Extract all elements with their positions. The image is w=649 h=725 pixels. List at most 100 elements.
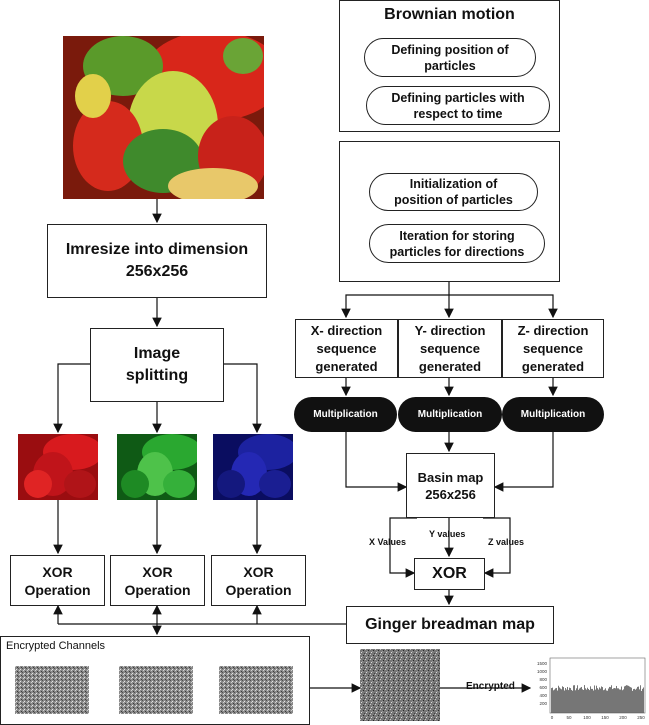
y-direction-label: Y- direction sequence generated (414, 322, 486, 374)
histogram-bar (590, 686, 591, 713)
histogram-bar (609, 686, 610, 713)
histogram-bar (555, 688, 556, 713)
histogram-bar (571, 689, 572, 713)
histogram-bar (614, 688, 615, 713)
histogram-bar (633, 689, 634, 713)
histogram-bar (576, 688, 577, 713)
splitting-box: Image splitting (90, 328, 224, 402)
histogram-bar (569, 687, 570, 713)
z-direction-label: Z- direction sequence generated (517, 322, 589, 374)
encrypted-arrow-label: Encrypted (466, 681, 515, 692)
ginger-breadman-box: Ginger breadman map (346, 606, 554, 644)
histogram-bar (598, 689, 599, 713)
histogram-bar (552, 687, 553, 713)
histogram-bar (620, 689, 621, 713)
histogram-bar (622, 690, 623, 713)
histogram-bar (574, 685, 575, 713)
defining-time-label: Defining particles with respect to time (391, 90, 525, 121)
histogram-bar (600, 688, 601, 713)
histogram-bar (592, 688, 593, 713)
histogram-bar (561, 689, 562, 713)
z-multiplication: Multiplication (502, 397, 604, 432)
histogram-bar (599, 687, 600, 713)
hist-y-tick: 400 (539, 693, 547, 698)
histogram-bar (582, 689, 583, 713)
histogram-bar (577, 685, 578, 713)
histogram-bar (565, 688, 566, 713)
x-values-label: X Values (369, 537, 407, 547)
xor-box: XOR (414, 558, 485, 590)
histogram-bar (596, 685, 597, 713)
histogram-bar (559, 687, 560, 713)
histogram-bar (560, 688, 561, 713)
init-position-label: Initialization of position of particles (394, 177, 513, 207)
histogram-bar (566, 689, 567, 713)
hist-y-tick: 1000 (537, 669, 548, 674)
histogram-bar (630, 687, 631, 713)
hist-y-tick: 800 (539, 677, 547, 682)
histogram-bar (618, 688, 619, 713)
histogram-bar (567, 686, 568, 713)
resize-label: Imresize into dimension 256x256 (65, 241, 249, 280)
blue-channel-image (213, 434, 293, 500)
histogram-bar (558, 685, 559, 713)
histogram-bar (591, 688, 592, 713)
histogram-bar (632, 690, 633, 713)
histogram-bar (564, 690, 565, 713)
histogram-bar (585, 688, 586, 713)
histogram-bar (608, 688, 609, 713)
histogram-bar (629, 686, 630, 713)
histogram-bar (637, 686, 638, 713)
defining-position-label: Defining position of particles (391, 42, 509, 73)
hist-y-tick: 200 (539, 701, 547, 706)
histogram-bar (603, 690, 604, 713)
histogram-bar (588, 689, 589, 713)
x-multiplication: Multiplication (294, 397, 397, 432)
encrypted-red-noise (15, 666, 89, 714)
iteration-pill: Iteration for storing particles for dire… (369, 224, 545, 263)
brownian-title: Brownian motion (384, 6, 515, 23)
histogram-bar (601, 686, 602, 713)
z-direction-box: Z- direction sequence generated (502, 319, 604, 378)
histogram-bar (631, 687, 632, 713)
histogram-bar (606, 690, 607, 713)
histogram-bar (638, 686, 639, 713)
xor-operation-label: XOR Operation (124, 563, 191, 598)
histogram-bar (612, 689, 613, 713)
ginger-breadman-label: Ginger breadman map (365, 616, 535, 633)
defining-position-pill: Defining position of particles (364, 38, 536, 77)
multiplication-label: Multiplication (520, 409, 586, 420)
encrypted-green-noise (119, 666, 193, 714)
y-multiplication: Multiplication (398, 397, 502, 432)
histogram-bar (627, 685, 628, 713)
init-position-pill: Initialization of position of particles (369, 173, 538, 211)
histogram-bar (554, 689, 555, 713)
xor-label: XOR (432, 565, 467, 582)
histogram-bar (589, 690, 590, 713)
xor-operation-green: XOR Operation (110, 555, 205, 606)
histogram-bar (639, 689, 640, 713)
encrypted-blue-noise (219, 666, 293, 714)
resize-box: Imresize into dimension 256x256 (47, 224, 267, 298)
histogram-bar (625, 685, 626, 713)
histogram-bar (557, 690, 558, 713)
multiplication-label: Multiplication (417, 409, 483, 420)
histogram-bar (584, 685, 585, 713)
histogram-bar (611, 685, 612, 713)
histogram-bar (572, 690, 573, 713)
histogram-bar (641, 690, 642, 713)
green-channel-image (117, 434, 197, 500)
histogram-bar (605, 688, 606, 713)
histogram-bar (619, 689, 620, 713)
histogram-bar (635, 689, 636, 713)
histogram-bar (636, 688, 637, 713)
histogram-bar (615, 688, 616, 713)
histogram-bar (551, 688, 552, 713)
histogram-bar (575, 690, 576, 713)
x-direction-label: X- direction sequence generated (310, 322, 383, 374)
xor-operation-label: XOR Operation (24, 563, 91, 598)
defining-time-pill: Defining particles with respect to time (366, 86, 550, 125)
hist-x-tick: 150 (601, 715, 609, 720)
xor-operation-blue: XOR Operation (211, 555, 306, 606)
histogram-plot: 1500 1000 800 600 400 200 0 50 100 150 2… (537, 657, 646, 720)
